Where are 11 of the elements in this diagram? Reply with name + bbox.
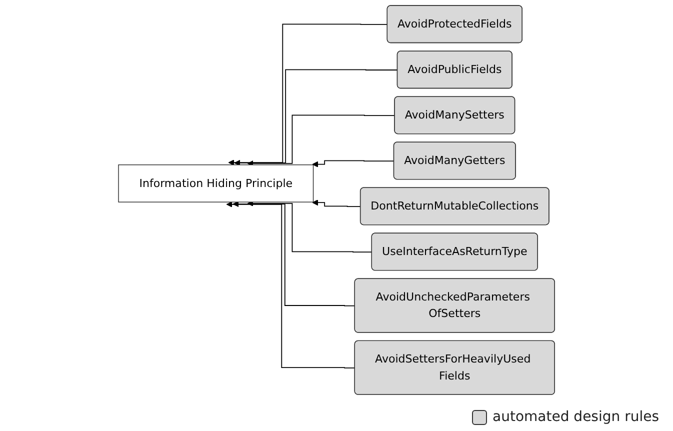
legend-text: automated design rules [492,409,659,425]
arrow [312,160,394,168]
arrow [234,69,398,166]
flowchart-drawing: Information Hiding Principle AvoidProtectedFields AvoidPublicFields AvoidManySetters AvoidManyGetters DontReturnMutableCollections UseInterfaceAsReturnType AvoidUncheckedParameters OfSetters AvoidSettersForHeavilyUsed Fields [112,0,560,400]
arrow [247,200,372,252]
arrow [226,201,356,368]
node-box [118,164,314,202]
arrow [247,114,396,166]
arrow [228,24,388,166]
arrow [232,201,356,306]
arrow [312,200,362,207]
